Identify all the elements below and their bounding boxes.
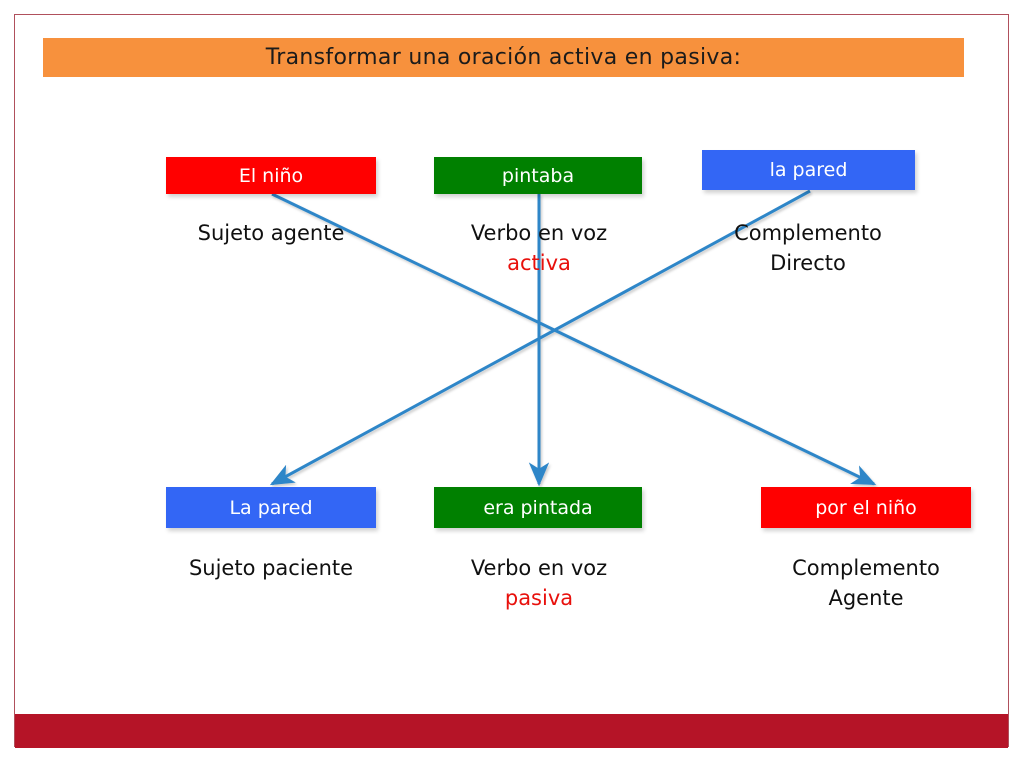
active-caption-verb-line2: activa [507, 250, 571, 275]
active-box-verb[interactable]: pintaba [434, 157, 642, 194]
passive-box-agent[interactable]: por el niño [761, 487, 971, 528]
passive-caption-verb-line2: pasiva [504, 585, 574, 610]
footer-band [15, 714, 1008, 748]
passive-box-verb[interactable]: era pintada [434, 487, 642, 528]
passive-caption-verb: Verbo en voz pasiva [414, 554, 664, 614]
active-caption-object-line2: Directo [770, 250, 846, 275]
passive-box-verb-label: era pintada [483, 496, 593, 519]
active-caption-verb-line1: Verbo en voz [470, 221, 608, 245]
slide-border [14, 14, 1009, 747]
passive-caption-agent-line2: Agente [828, 585, 904, 610]
active-caption-object: Complemento Directo [683, 219, 933, 279]
passive-caption-agent-line1: Complemento [792, 556, 940, 580]
passive-box-subject-label: La pared [229, 496, 313, 519]
active-box-subject[interactable]: El niño [166, 157, 376, 194]
active-caption-subject: Sujeto agente [146, 219, 396, 249]
active-box-object[interactable]: la pared [702, 150, 915, 190]
passive-caption-agent: Complemento Agente [741, 554, 991, 614]
title-banner: Transformar una oración activa en pasiva… [43, 38, 964, 77]
active-caption-verb: Verbo en voz activa [414, 219, 664, 279]
active-caption-subject-line1: Sujeto agente [197, 221, 345, 245]
active-caption-object-line1: Complemento [734, 221, 882, 245]
passive-caption-subject: Sujeto paciente [146, 554, 396, 584]
passive-box-agent-label: por el niño [815, 496, 917, 519]
active-box-verb-label: pintaba [501, 164, 575, 187]
passive-box-subject[interactable]: La pared [166, 487, 376, 528]
passive-caption-subject-line1: Sujeto paciente [188, 556, 354, 580]
page-title: Transformar una oración activa en pasiva… [265, 45, 742, 70]
active-box-object-label: la pared [769, 159, 848, 181]
passive-caption-verb-line1: Verbo en voz [470, 556, 608, 580]
active-box-subject-label: El niño [238, 164, 304, 187]
